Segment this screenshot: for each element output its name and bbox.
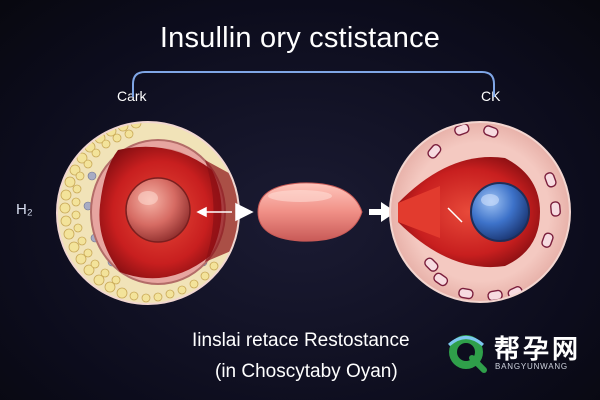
arrow-left-to-capsule <box>196 202 254 222</box>
watermark-text: 帮孕网 <box>494 334 582 364</box>
diagram-title: Insullin ory cstistance <box>159 22 441 54</box>
right-label: CK <box>481 88 501 104</box>
receptor-markers <box>424 123 561 302</box>
side-label: H₂ <box>16 201 33 218</box>
right-cell <box>390 122 570 302</box>
watermark-subtitle: BANGYUNWANG <box>495 362 568 371</box>
caption-line-2: (in Choscytaby Oyan) <box>215 361 398 382</box>
left-cell <box>57 122 239 304</box>
fat-droplets <box>59 122 219 303</box>
caption-line-1: Iinslai retace Restostance <box>192 330 410 351</box>
left-label: Cark <box>117 88 147 104</box>
grouping-bracket <box>132 71 495 97</box>
insulin-capsule <box>257 182 363 242</box>
arrow-capsule-to-right <box>369 202 396 222</box>
nucleus <box>470 182 530 242</box>
inner-ball <box>125 177 191 243</box>
watermark-logo-icon <box>448 335 487 373</box>
